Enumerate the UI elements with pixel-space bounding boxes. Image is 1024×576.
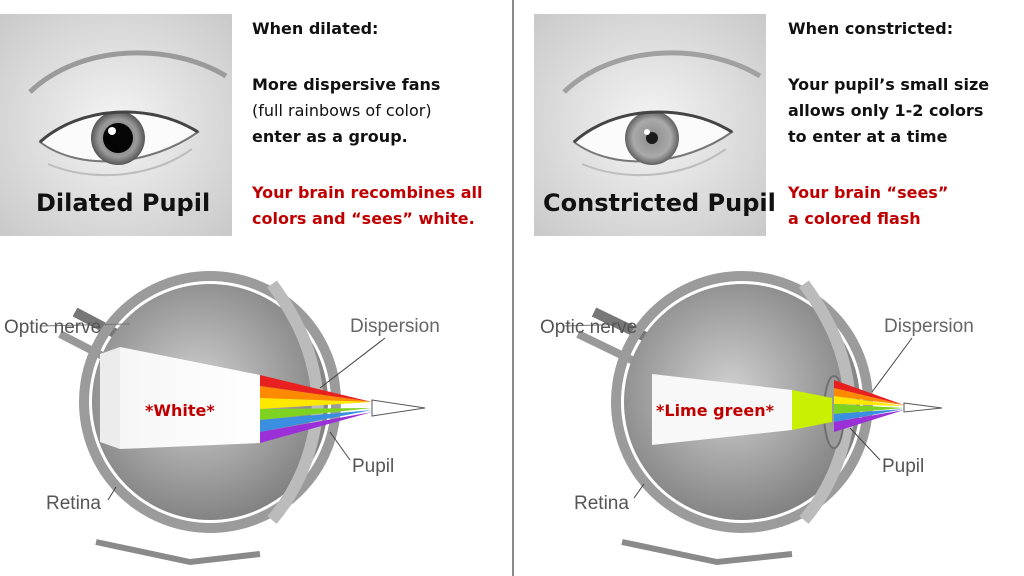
dilated-dispersion-label: Dispersion — [350, 316, 440, 337]
dilated-panel: Dilated Pupil When dilated: More dispers… — [0, 14, 483, 566]
dilated-heading: When dilated: — [252, 19, 379, 38]
dilated-eye-diagram: Optic nerve Dispersion *White* Pupil Ret… — [4, 271, 440, 566]
dilated-optic-nerve-label: Optic nerve — [4, 317, 101, 338]
constricted-dispersion-label: Dispersion — [884, 316, 974, 337]
panel-divider — [512, 0, 514, 576]
constricted-retina-label: Retina — [574, 493, 629, 514]
constricted-eye-photo — [534, 14, 766, 236]
dilated-desc-line3: enter as a group. — [252, 127, 408, 146]
dilated-pupil-pointer — [329, 431, 351, 461]
dilated-pupil-label: Dilated Pupil — [36, 189, 211, 217]
constricted-pupil-pointer — [849, 427, 881, 461]
dilated-result-line2: colors and “sees” white. — [252, 209, 475, 228]
dilated-retina-label: Retina — [46, 493, 101, 514]
dilated-rainbow-fan — [260, 375, 426, 443]
dilated-pupil-label: Pupil — [352, 456, 394, 477]
dilated-result-line1: Your brain recombines all — [252, 183, 483, 202]
constricted-panel: Constricted Pupil When constricted: Your… — [512, 0, 1024, 576]
dilated-eye-photo — [0, 14, 232, 236]
constricted-result-line2: a colored flash — [788, 209, 921, 228]
constricted-dispersion-pointer — [871, 337, 913, 393]
dilated-desc-line1: More dispersive fans — [252, 75, 441, 94]
constricted-pupil-label: Pupil — [882, 456, 924, 477]
dilated-retina-pointer — [107, 486, 117, 501]
dilated-white-beam — [100, 347, 260, 449]
constricted-heading: When constricted: — [788, 19, 954, 38]
dilated-optic-nerve-pointer — [39, 323, 131, 327]
dilated-desc-line2: (full rainbows of color) — [252, 101, 432, 120]
constricted-lime-beam — [652, 374, 832, 445]
dilated-dispersion-pointer — [319, 337, 386, 389]
constricted-desc-line3: to enter at a time — [788, 127, 948, 146]
dilated-center-label: *White* — [145, 401, 215, 420]
constricted-pupil-label: Constricted Pupil — [543, 189, 776, 217]
constricted-rainbow-fan — [834, 380, 943, 432]
constricted-retina-pointer — [633, 483, 645, 499]
constricted-center-label: *Lime green* — [656, 401, 775, 420]
constricted-desc-line2: allows only 1-2 colors — [788, 101, 984, 120]
constricted-result-line1: Your brain “sees” — [788, 183, 949, 202]
constricted-optic-nerve-pointer — [563, 323, 633, 327]
constricted-desc-line1: Your pupil’s small size — [788, 75, 990, 94]
constricted-optic-nerve-label: Optic nerve — [540, 317, 637, 338]
constricted-eye-diagram: Optic nerve Dispersion *Lime green* Pupi… — [540, 271, 974, 566]
